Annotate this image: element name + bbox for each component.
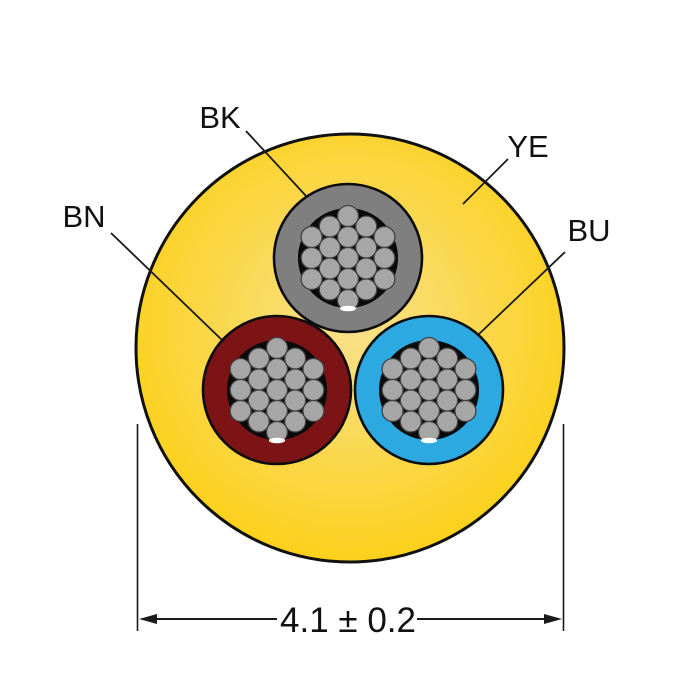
label-bn: BN	[62, 199, 105, 234]
conductor-bk	[272, 182, 424, 334]
conductor-bu	[353, 314, 505, 466]
dimension-value: 4.1 ± 0.2	[280, 601, 416, 640]
leader-line-bk	[245, 130, 308, 198]
label-bu: BU	[567, 213, 610, 248]
leader-line-ye	[462, 158, 509, 205]
leader-line-bu	[477, 251, 566, 336]
dimension-arrow-left	[139, 614, 157, 624]
label-bk: BK	[199, 100, 241, 135]
label-ye: YE	[507, 129, 548, 164]
leader-line-bn	[110, 232, 223, 341]
dimension-arrow-right	[544, 614, 562, 624]
conductor-bn	[201, 314, 353, 466]
